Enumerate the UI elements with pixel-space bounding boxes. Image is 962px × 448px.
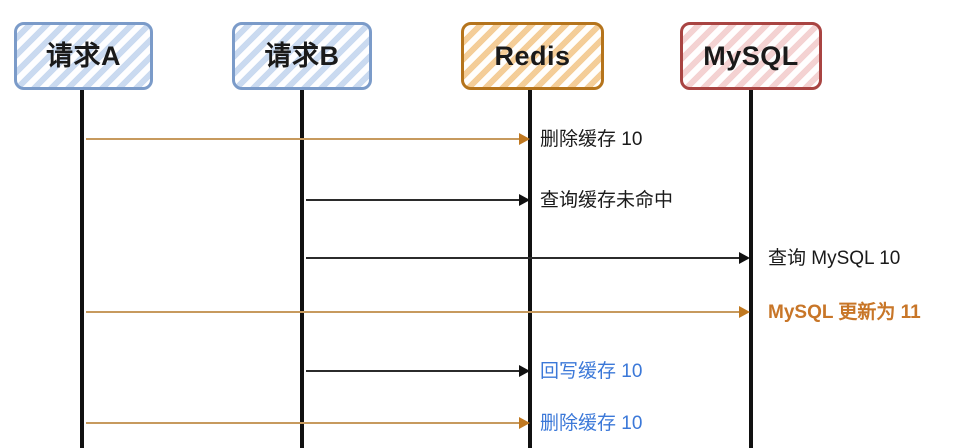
arrow-head-msg-2 <box>519 194 530 206</box>
actor-box-redis[interactable]: Redis <box>461 22 604 90</box>
lifeline-request-b <box>300 90 304 448</box>
actor-box-request-a[interactable]: 请求A <box>14 22 153 90</box>
message-label-msg-3: 查询 MySQL 10 <box>768 248 901 269</box>
message-line-msg-3 <box>306 257 748 259</box>
message-line-msg-5 <box>306 370 528 372</box>
message-label-msg-1: 删除缓存 10 <box>540 129 643 150</box>
arrow-head-msg-4 <box>739 306 750 318</box>
actor-label-mysql: MySQL <box>703 40 799 71</box>
arrow-head-msg-6 <box>519 417 530 429</box>
message-line-msg-6 <box>86 422 528 424</box>
actor-label-request-b: 请求B <box>264 40 340 71</box>
lifeline-redis <box>528 90 532 448</box>
actor-box-mysql[interactable]: MySQL <box>680 22 822 90</box>
arrow-head-msg-3 <box>739 252 750 264</box>
arrow-head-msg-5 <box>519 365 530 377</box>
actor-label-redis: Redis <box>494 40 571 71</box>
message-label-msg-2: 查询缓存未命中 <box>540 190 674 211</box>
actor-label-request-a: 请求A <box>46 40 121 71</box>
message-line-msg-2 <box>306 199 528 201</box>
lifeline-mysql <box>749 90 753 448</box>
message-line-msg-1 <box>86 138 528 140</box>
message-label-msg-6: 删除缓存 10 <box>540 413 643 434</box>
actor-box-request-b[interactable]: 请求B <box>232 22 372 90</box>
message-label-msg-4: MySQL 更新为 11 <box>768 302 921 323</box>
lifeline-request-a <box>80 90 84 448</box>
message-line-msg-4 <box>86 311 748 313</box>
arrow-head-msg-1 <box>519 133 530 145</box>
message-label-msg-5: 回写缓存 10 <box>540 361 643 382</box>
